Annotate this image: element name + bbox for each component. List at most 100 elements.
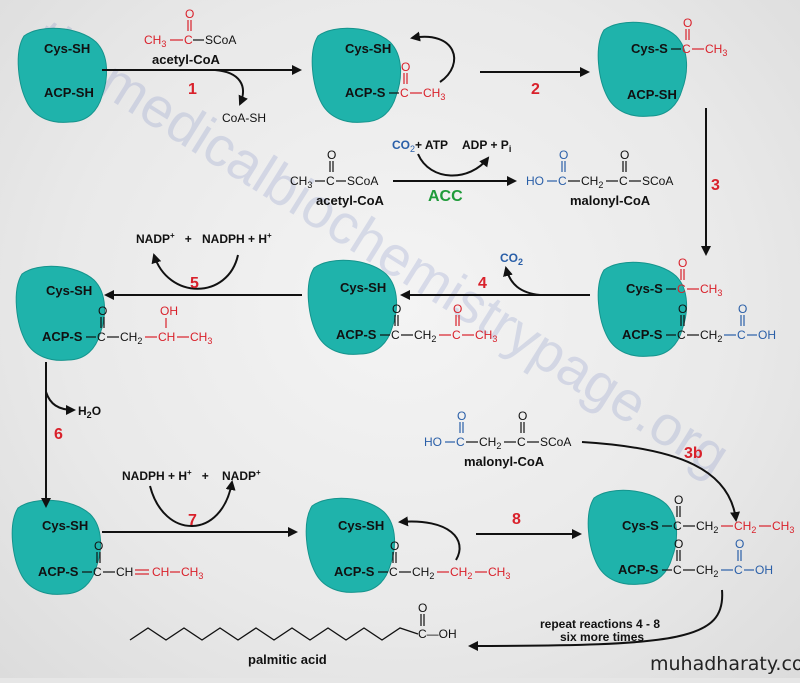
svg-text:O: O [94, 539, 103, 553]
svg-text:C: C [673, 519, 682, 533]
acp-s-label-4: ACP-S [622, 327, 663, 342]
acp-sh-label-1: ACP-SH [44, 85, 94, 100]
svg-text:O: O [401, 60, 410, 74]
svg-text:C: C [184, 33, 193, 47]
svg-text:CH3: CH3 [181, 565, 203, 581]
acetyl-ch3: CH3 [144, 33, 166, 49]
svg-text:CH2: CH2 [479, 435, 501, 451]
repeat-text-1: repeat reactions 4 - 8 [540, 617, 660, 631]
svg-text:O: O [418, 601, 427, 615]
svg-text:C: C [391, 328, 400, 342]
cys-sh-label-7: Cys-SH [42, 518, 88, 533]
step-4-number: 4 [478, 275, 487, 292]
svg-text:C: C [517, 435, 526, 449]
repeat-text-2: six more times [560, 630, 644, 644]
svg-text:CO2+ ATP: CO2+ ATP [392, 138, 448, 154]
svg-text:CH: CH [158, 330, 175, 344]
cys-sh-label-5: Cys-SH [340, 280, 386, 295]
svg-text:SCoA: SCoA [540, 435, 571, 449]
svg-text:C: C [97, 330, 106, 344]
acp-sh-label-3: ACP-SH [627, 87, 677, 102]
svg-text:O: O [738, 302, 747, 316]
acp-s-label-8: ACP-S [334, 564, 375, 579]
arrow-transfer [410, 31, 456, 83]
acetyl-coa-label-2: acetyl-CoA [316, 193, 385, 208]
enzyme-7 [11, 499, 102, 595]
svg-text:CH3: CH3 [772, 519, 794, 535]
svg-text:O: O [390, 539, 399, 553]
svg-text:CH3: CH3 [488, 565, 510, 581]
svg-text:O: O [683, 16, 692, 30]
svg-text:O: O [327, 148, 336, 162]
step-1-number: 1 [188, 81, 197, 98]
svg-text:OH: OH [160, 304, 178, 318]
svg-text:SCoA: SCoA [347, 174, 378, 188]
acetyl-scoa: SCoA [205, 33, 236, 47]
svg-text:O: O [735, 537, 744, 551]
step-5-number: 5 [190, 275, 199, 292]
svg-text:CH3: CH3 [475, 328, 497, 344]
svg-text:O: O [453, 302, 462, 316]
svg-text:H2O: H2O [78, 404, 101, 420]
svg-text:CH3: CH3 [705, 42, 727, 58]
svg-text:O: O [620, 148, 629, 162]
footer-site: muhadharaty.com [650, 653, 800, 675]
svg-text:CH2: CH2 [696, 519, 718, 535]
palmitic-acid-chain [129, 627, 419, 641]
svg-text:O: O [559, 148, 568, 162]
svg-text:CH2: CH2 [120, 330, 142, 346]
enzyme-6 [15, 265, 106, 361]
enzyme-4 [597, 261, 688, 357]
step-2-number: 2 [531, 81, 540, 98]
svg-text:CH: CH [152, 565, 169, 579]
svg-text:SCoA: SCoA [642, 174, 673, 188]
svg-text:CH2: CH2 [700, 328, 722, 344]
palmitic-cooh: C—OH [418, 627, 457, 641]
svg-text:NADPH + H++: NADPH + H++ [122, 468, 209, 483]
svg-text:NADP++: NADP++ [136, 231, 192, 246]
svg-text:CH2: CH2 [412, 565, 434, 581]
svg-text:C: C [93, 565, 102, 579]
svg-text:C: C [673, 563, 682, 577]
svg-text:C: C [677, 328, 686, 342]
cys-s-label-9: Cys-S [622, 518, 659, 533]
svg-text:CH2: CH2 [581, 174, 603, 190]
enzyme-3 [597, 21, 688, 117]
cys-s-label-3: Cys-S [631, 41, 668, 56]
svg-text:CH2: CH2 [696, 563, 718, 579]
acp-s-label-5: ACP-S [336, 327, 377, 342]
svg-text:C: C [682, 42, 691, 56]
acp-s-label-7: ACP-S [38, 564, 79, 579]
svg-text:NADP+: NADP+ [222, 468, 261, 483]
svg-text:O: O [518, 409, 527, 423]
svg-text:HO: HO [424, 435, 442, 449]
svg-text:CH2: CH2 [414, 328, 436, 344]
step-7-number: 7 [188, 512, 197, 529]
svg-text:CH2: CH2 [734, 519, 756, 535]
svg-text:OH: OH [758, 328, 776, 342]
svg-text:O: O [457, 409, 466, 423]
svg-text:ADP + Pi: ADP + Pi [462, 138, 511, 154]
svg-text:C: C [737, 328, 746, 342]
acetyl-coa-label: acetyl-CoA [152, 52, 221, 67]
arrow-step-3b [581, 441, 741, 522]
step-3-number: 3 [711, 177, 720, 194]
cys-sh-label-6: Cys-SH [46, 283, 92, 298]
coa-sh-label: CoA-SH [222, 111, 266, 125]
arrow-coa-release [214, 69, 248, 106]
svg-text:NADPH + H+: NADPH + H+ [202, 231, 272, 246]
svg-text:CO2: CO2 [500, 251, 523, 267]
svg-text:CH3: CH3 [423, 86, 445, 102]
svg-text:C: C [400, 86, 409, 100]
svg-text:O: O [678, 302, 687, 316]
svg-text:O: O [674, 537, 683, 551]
palmitic-acid-label: palmitic acid [248, 652, 327, 667]
svg-text:C: C [326, 174, 335, 188]
cys-sh-label-1: Cys-SH [44, 41, 90, 56]
step-3b-number: 3b [684, 445, 703, 462]
cys-s-label-4: Cys-S [626, 281, 663, 296]
svg-text:C: C [677, 282, 686, 296]
cys-sh-label-2: Cys-SH [345, 41, 391, 56]
